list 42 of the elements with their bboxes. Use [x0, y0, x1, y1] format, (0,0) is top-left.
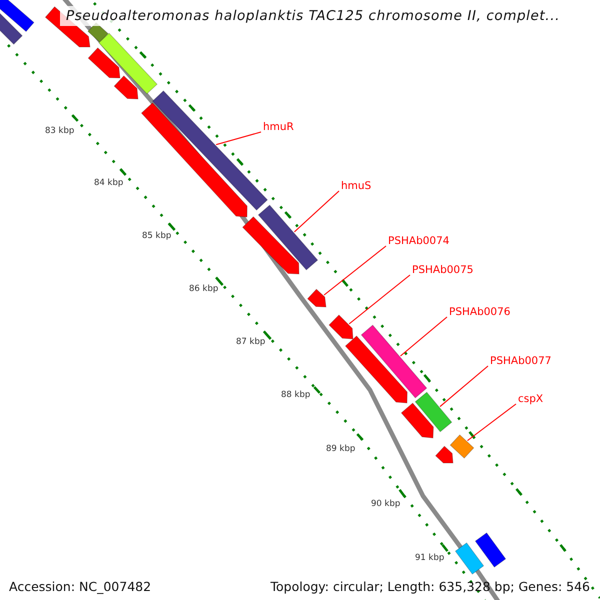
- gene-label: PSHAb0076: [449, 306, 510, 318]
- scale-label: 87 kbp: [236, 337, 266, 347]
- gene-label: PSHAb0075: [412, 264, 474, 276]
- gene-label: PSHAb0077: [490, 355, 552, 367]
- gene-feature: [98, 32, 158, 94]
- scale-label: 88 kbp: [281, 390, 310, 400]
- gene-feature: [360, 324, 428, 398]
- leader-line: [466, 404, 516, 442]
- gene-feature: [307, 288, 326, 308]
- gene-feature: [450, 434, 474, 459]
- leader-line: [348, 274, 410, 324]
- gene-feature: [0, 0, 34, 32]
- gene-feature: [140, 102, 248, 218]
- leader-line: [216, 132, 262, 146]
- gene-feature: [114, 75, 138, 100]
- leader-line: [324, 246, 386, 296]
- info-text: Accession: NC_007482: [9, 579, 152, 594]
- gene-label: hmuR: [263, 121, 294, 133]
- scale-label: 89 kbp: [326, 444, 356, 454]
- leader-line: [294, 190, 340, 232]
- scale-label: 83 kbp: [45, 126, 74, 136]
- gene-feature: [344, 335, 408, 404]
- info-text: Topology: circular; Length: 635,328 bp; Genes: 546: [270, 579, 590, 594]
- scale-label: 90 kbp: [371, 499, 400, 509]
- scale-label: 85 kbp: [142, 231, 172, 241]
- gene-feature: [414, 392, 452, 432]
- scale-label: 84 kbp: [94, 178, 124, 188]
- gene-feature: [435, 446, 454, 464]
- leader-line: [400, 316, 448, 356]
- gene-feature: [474, 532, 506, 568]
- gene-label: hmuS: [341, 180, 372, 192]
- gene-feature: [400, 402, 434, 438]
- gene-feature: [242, 216, 300, 274]
- gene-feature: [258, 204, 318, 270]
- leader-line: [440, 366, 488, 408]
- scale-label: 91 kbp: [415, 553, 444, 563]
- scale-label: 86 kbp: [189, 284, 218, 294]
- gene-label: cspX: [518, 393, 544, 405]
- gene-feature: [88, 47, 120, 78]
- gene-feature: [328, 314, 354, 340]
- gene-label: PSHAb0074: [388, 235, 450, 247]
- gene-feature: [454, 542, 484, 575]
